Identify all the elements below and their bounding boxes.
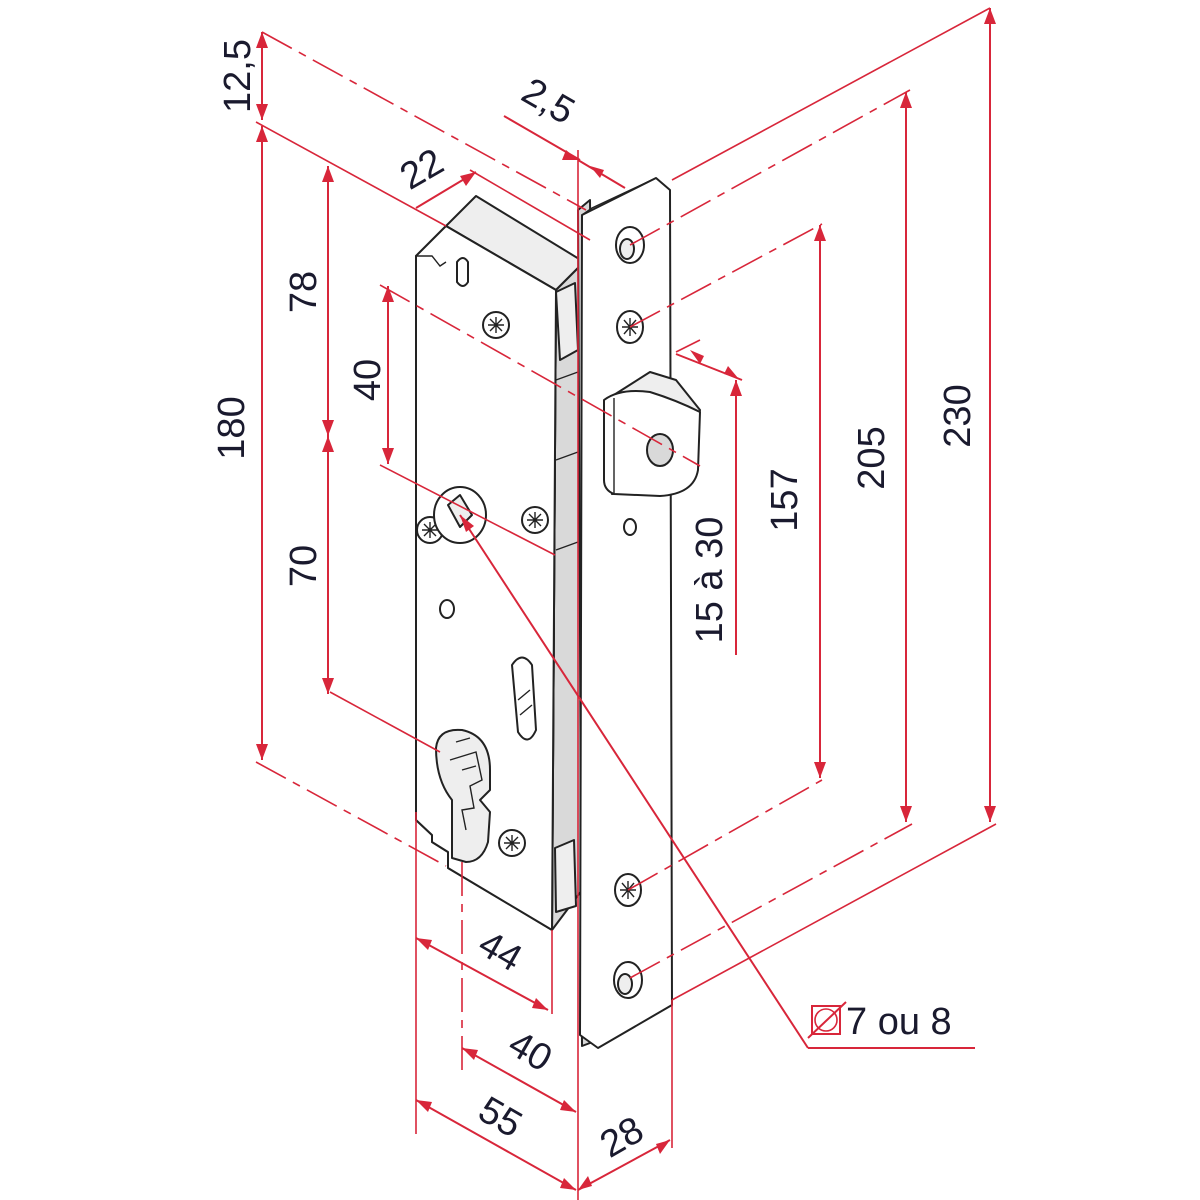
screw-icon bbox=[482, 311, 510, 339]
latch-bolt bbox=[603, 371, 701, 497]
dimension-label-12-5: 12,5 bbox=[217, 39, 259, 113]
cylinder-cutout bbox=[435, 728, 491, 863]
dimension-label-40-vertical: 40 bbox=[347, 359, 389, 401]
diameter-icon bbox=[807, 1001, 847, 1039]
spacer bbox=[555, 282, 579, 361]
faceplate-hole-icon bbox=[613, 961, 643, 999]
spacer bbox=[554, 839, 577, 913]
hole-diameter-label: 7 ou 8 bbox=[846, 1001, 952, 1043]
faceplate-top-edge bbox=[581, 177, 657, 216]
dimension-label-2-5: 2,5 bbox=[515, 70, 582, 133]
case-detail-lines bbox=[555, 371, 579, 551]
dimension-label-28: 28 bbox=[593, 1109, 651, 1167]
dimension-label-55: 55 bbox=[471, 1089, 529, 1147]
faceplate-hole-icon bbox=[615, 226, 645, 264]
dimension-label-70: 70 bbox=[283, 545, 325, 587]
case-notch bbox=[416, 255, 447, 267]
dimension-lines bbox=[255, 7, 997, 1200]
screw-icon bbox=[521, 506, 549, 534]
dimension-label-40-horizontal: 40 bbox=[501, 1023, 559, 1081]
dimension-label-205: 205 bbox=[851, 426, 893, 489]
dimension-label-157: 157 bbox=[764, 468, 806, 531]
dimension-label-15-a-30: 15 à 30 bbox=[689, 517, 731, 644]
slot-icon bbox=[456, 257, 469, 287]
dimension-label-180: 180 bbox=[211, 396, 253, 459]
small-hole-icon bbox=[439, 599, 455, 619]
dimension-label-230: 230 bbox=[937, 384, 979, 447]
oblong-slot bbox=[511, 656, 537, 741]
dimension-label-78: 78 bbox=[283, 271, 325, 313]
faceplate-front bbox=[579, 177, 673, 1049]
small-hole-icon bbox=[623, 518, 637, 536]
screw-icon bbox=[498, 829, 526, 857]
case-features bbox=[416, 257, 549, 863]
dimension-label-22: 22 bbox=[393, 141, 451, 199]
